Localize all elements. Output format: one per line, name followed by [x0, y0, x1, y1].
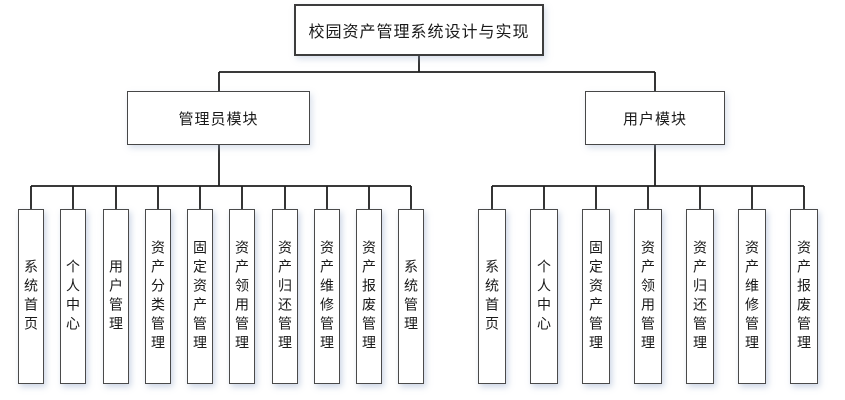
user-leaf-system-home: 系统首页: [478, 209, 506, 384]
admin-leaf-personal-center: 个人中心: [60, 209, 86, 384]
leaf-label: 资产维修管理: [744, 239, 760, 354]
admin-leaf-user-management: 用户管理: [103, 209, 129, 384]
leaf-label: 系统首页: [484, 258, 500, 335]
module-node-admin: 管理员模块: [127, 91, 310, 145]
admin-leaf-fixed-asset-management: 固定资产管理: [187, 209, 213, 384]
user-leaf-asset-repair-management: 资产维修管理: [738, 209, 766, 384]
leaf-label: 系统首页: [23, 258, 39, 335]
admin-leaf-asset-scrap-management: 资产报废管理: [356, 209, 382, 384]
leaf-label: 资产分类管理: [150, 239, 166, 354]
admin-leaf-asset-requisition-management: 资产领用管理: [229, 209, 255, 384]
leaf-label: 资产报废管理: [361, 239, 377, 354]
leaf-label: 资产归还管理: [692, 239, 708, 354]
module-node-user: 用户模块: [585, 91, 725, 145]
leaf-label: 资产领用管理: [640, 239, 656, 354]
leaf-label: 资产归还管理: [277, 239, 293, 354]
admin-leaf-asset-return-management: 资产归还管理: [272, 209, 298, 384]
leaf-label: 固定资产管理: [192, 239, 208, 354]
leaf-label: 系统管理: [403, 258, 419, 335]
module-user-label: 用户模块: [622, 110, 687, 128]
leaf-label: 个人中心: [536, 258, 552, 335]
root-node-title: 校园资产管理系统设计与实现: [294, 4, 544, 56]
user-leaf-asset-return-management: 资产归还管理: [686, 209, 714, 384]
leaf-label: 资产领用管理: [234, 239, 250, 354]
leaf-label: 用户管理: [108, 258, 124, 335]
module-admin-label: 管理员模块: [178, 110, 259, 128]
user-leaf-personal-center: 个人中心: [530, 209, 558, 384]
leaf-label: 个人中心: [65, 258, 81, 335]
root-title-label: 校园资产管理系统设计与实现: [308, 24, 530, 41]
user-leaf-asset-requisition-management: 资产领用管理: [634, 209, 662, 384]
admin-leaf-asset-category-management: 资产分类管理: [145, 209, 171, 384]
leaf-label: 资产报废管理: [796, 239, 812, 354]
admin-leaf-system-home: 系统首页: [18, 209, 44, 384]
user-leaf-asset-scrap-management: 资产报废管理: [790, 209, 818, 384]
user-leaf-fixed-asset-management: 固定资产管理: [582, 209, 610, 384]
admin-leaf-system-management: 系统管理: [398, 209, 424, 384]
leaf-label: 固定资产管理: [588, 239, 604, 354]
admin-leaf-asset-repair-management: 资产维修管理: [314, 209, 340, 384]
leaf-label: 资产维修管理: [319, 239, 335, 354]
